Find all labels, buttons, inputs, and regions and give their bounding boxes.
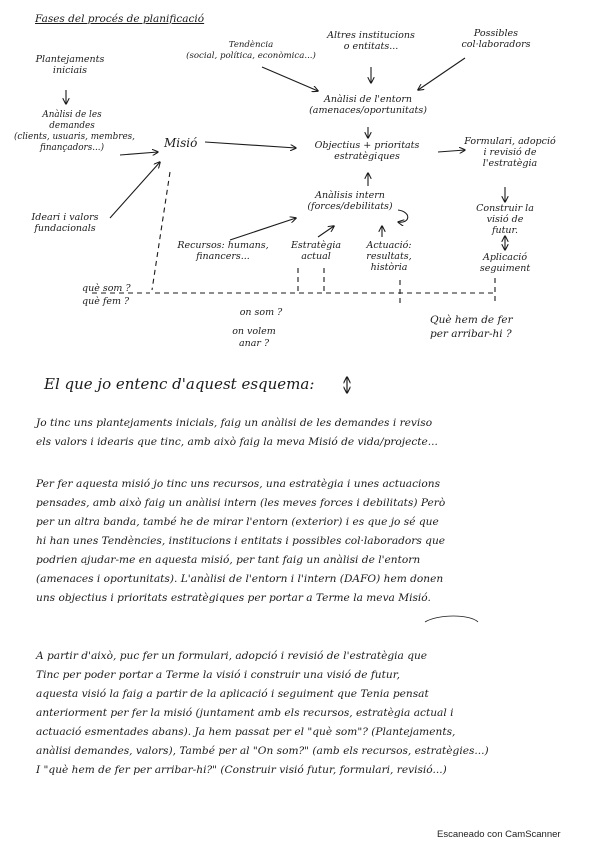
paragraph-1: Jo tinc uns plantejaments inicials, faig… <box>36 414 438 452</box>
paragraph-line: els valors i idearis que tinc, amb això … <box>36 436 438 448</box>
scanner-watermark: Escaneado con CamScanner <box>437 829 561 840</box>
paragraph-line: uns objectius i prioritats estratègiques… <box>36 592 431 604</box>
paragraph-line: podrien ajudar-me en aquesta misió, per … <box>36 554 421 566</box>
paragraph-line: Tinc per poder portar a Terme la visió i… <box>36 669 400 681</box>
paragraph-2: Per fer aquesta misió jo tinc uns recurs… <box>36 475 445 608</box>
dashed-missio-down <box>151 171 171 291</box>
arrow-tendencia-entorn <box>261 66 318 91</box>
node-objectius: Objectius + prioritats estratègiques <box>314 140 420 162</box>
arrow-col-entorn <box>418 57 466 90</box>
arrow-demandes-missio <box>119 152 158 155</box>
arrow-objectius-formulari <box>437 150 465 152</box>
node-plantejaments: Plantejaments iniciais <box>35 54 105 76</box>
node-possibles-col: Possibles col·laboradors <box>461 28 531 50</box>
arrow-loop-intern <box>398 209 409 222</box>
label-on-som: on som ? <box>239 307 283 318</box>
paragraph-line: I "què hem de fer per arribar-hi?" (Cons… <box>36 764 447 776</box>
paragraph-line: per un altra banda, també he de mirar l'… <box>36 516 439 528</box>
paragraph-line: aquesta visió la faig a partir de la apl… <box>36 688 429 700</box>
label-on-volem: on volem anar ? <box>232 326 276 349</box>
node-altres-institucions: Altres institucions o entitats... <box>327 30 415 52</box>
explanation-heading: El que jo entenc d'aquest esquema: <box>44 375 315 393</box>
node-aplicacio: Aplicació seguiment <box>479 252 531 274</box>
underline-dafo <box>424 615 479 623</box>
node-analisi-demandes: Anàlisi de les demandes (clients, usuari… <box>14 110 135 153</box>
paragraph-line: Per fer aquesta misió jo tinc uns recurs… <box>36 478 441 490</box>
paragraph-line: actuació esmentades abans). Ja hem passa… <box>36 726 456 738</box>
arrow-recursos-intern <box>229 218 296 241</box>
node-recursos: Recursos: humans, financers... <box>177 240 269 262</box>
label-que-hem: Què hem de fer per arribar-hi ? <box>430 314 513 340</box>
node-estrategia: Estratègia actual <box>290 240 342 262</box>
node-analisi-intern: Anàlisis intern (forces/debilitats) <box>307 190 393 212</box>
node-tendencia: Tendència (social, política, econòmica..… <box>186 40 316 61</box>
arrow-estrategia-intern <box>317 226 334 238</box>
arrow-missio-objectius <box>204 141 296 148</box>
node-missio: Misió <box>164 136 198 150</box>
paragraph-3: A partir d'això, puc fer un formulari, a… <box>36 647 489 780</box>
paragraph-line: pensades, amb això faig un anàlisi inter… <box>36 497 446 509</box>
node-formulari: Formulari, adopció i revisió de l'estrat… <box>464 136 556 169</box>
label-que-som: què som ? què fem ? <box>82 283 131 307</box>
paragraph-line: (amenaces i oportunitats). L'anàlisi de … <box>36 573 444 585</box>
diagram-title: Fases del procés de planificació <box>35 13 205 25</box>
node-ideari: Ideari i valors fundacionals <box>31 212 99 234</box>
paragraph-line: hi han unes Tendències, institucions i e… <box>36 535 446 547</box>
node-actuacio: Actuació: resultats, història <box>366 240 412 273</box>
node-construir: Construir la visió de futur. <box>476 203 534 236</box>
paragraph-line: Jo tinc uns plantejaments inicials, faig… <box>36 417 433 429</box>
paragraph-line: A partir d'això, puc fer un formulari, a… <box>36 650 428 662</box>
node-analisi-entorn: Anàlisi de l'entorn (amenaces/oportunita… <box>309 94 427 116</box>
paragraph-line: anteriorment per fer la misió (juntament… <box>36 707 454 719</box>
arrow-ideari-missio <box>109 162 160 219</box>
paragraph-line: anàlisi demandes, valors), També per al … <box>36 745 489 757</box>
